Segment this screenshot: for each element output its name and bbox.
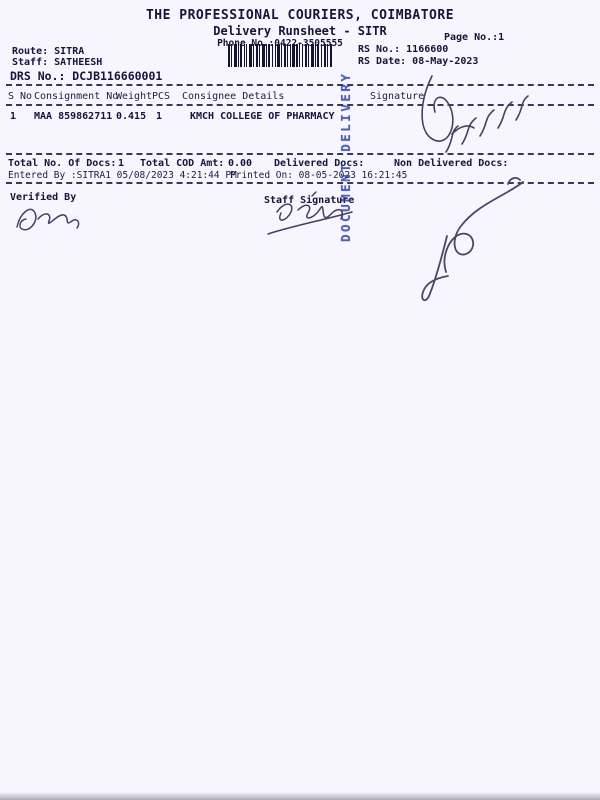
col-header-signature: Signature (370, 91, 425, 102)
row-weight: 0.415 (116, 111, 147, 122)
col-header-consignment: Consignment No (34, 91, 119, 102)
separator-line (6, 84, 594, 86)
document-delivery-stamp: DOCUMENT DELIVERY (338, 71, 353, 242)
large-signature-ink (421, 177, 524, 302)
verified-by-label: Verified By (10, 192, 77, 203)
row-pcs: 1 (156, 111, 163, 122)
entered-by-field: Entered By :SITRA1 05/08/2023 4:21:44 PM (8, 170, 237, 181)
rs-date-field: RS Date: 08-May-2023 (358, 56, 479, 67)
row-sno: 1 (10, 111, 17, 122)
separator-line (6, 182, 594, 184)
delivered-docs-label: Delivered Docs: (274, 158, 365, 169)
staff-field: Staff: SATHEESH (12, 57, 103, 68)
col-header-consignee: Consignee Details (182, 91, 285, 102)
col-header-weight: Weight (116, 91, 153, 102)
consignee-signature-ink (421, 75, 529, 153)
separator-line (6, 104, 594, 106)
phone-number: Phone No.:0422-3505555 (217, 38, 343, 49)
printed-on-field: Printed On: 08-05-2023 16:21:45 (230, 170, 408, 181)
page-number: Page No.:1 (444, 32, 505, 43)
total-cod-value: 0.00 (228, 158, 253, 169)
total-docs-value: 1 (118, 158, 125, 169)
row-consignee: KMCH COLLEGE OF PHARMACY (190, 111, 335, 122)
route-field: Route: SITRA (12, 46, 85, 57)
company-title: THE PROFESSIONAL COURIERS, COIMBATORE (145, 8, 455, 23)
document-title: Delivery Runsheet - SITR (213, 24, 387, 38)
separator-line (6, 153, 594, 155)
drs-number-field: DRS No.: DCJB116660001 (10, 69, 163, 83)
staff-signature-label: Staff Signature (264, 195, 355, 206)
total-cod-label: Total COD Amt: (140, 158, 225, 169)
row-consignment: MAA 859862711 (34, 111, 113, 122)
verified-by-signature-ink (16, 208, 80, 231)
total-docs-label: Total No. Of Docs: (8, 158, 117, 169)
rs-number-field: RS No.: 1166600 (358, 44, 449, 55)
col-header-sno: S No (8, 91, 33, 102)
col-header-pcs: PCS (152, 91, 171, 102)
barcode (228, 44, 332, 67)
non-delivered-docs-label: Non Delivered Docs: (394, 158, 509, 169)
